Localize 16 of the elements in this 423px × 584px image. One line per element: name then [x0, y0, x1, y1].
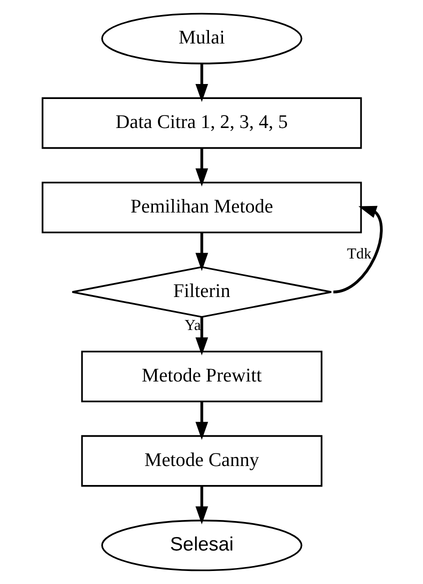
node-box: Metode Canny	[80, 435, 322, 487]
arrow	[194, 402, 208, 440]
node-box: Pemilihan Metode	[41, 182, 362, 234]
edge-label: Ya	[184, 316, 200, 334]
node-ellipse: Mulai	[100, 12, 302, 64]
arrow	[194, 232, 208, 271]
arrow	[194, 148, 208, 186]
arrow	[194, 486, 208, 524]
edge-label: Tdk	[346, 246, 371, 263]
arrow	[194, 317, 208, 356]
node-box: Metode Prewitt	[80, 350, 322, 402]
node-ellipse: Selesai	[100, 520, 302, 572]
arrow	[194, 64, 208, 102]
arrow	[332, 206, 382, 294]
node-box: Data Citra 1, 2, 3, 4, 5	[41, 97, 362, 149]
node-diamond: Filterin	[70, 266, 332, 318]
